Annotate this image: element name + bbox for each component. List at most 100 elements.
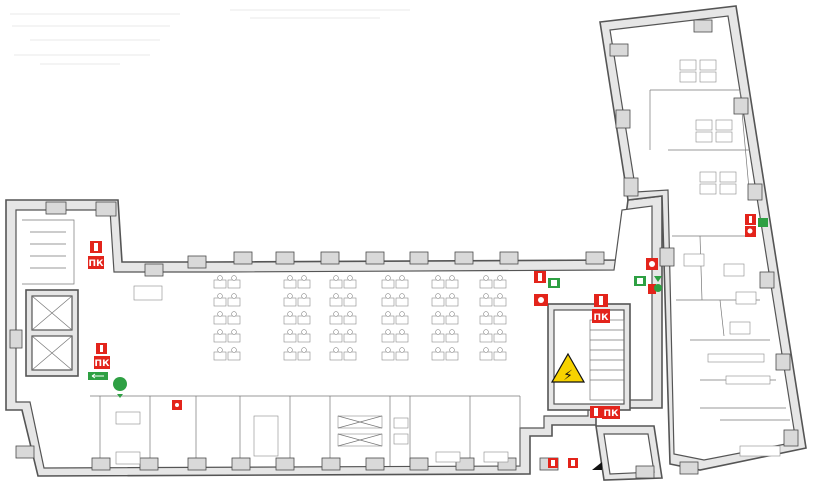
workstation-desk — [329, 279, 343, 289]
workstation-chair — [385, 293, 391, 299]
workstation-chair — [347, 275, 353, 281]
workstation-chair — [385, 347, 391, 353]
fire-extinguisher-icon — [534, 271, 546, 283]
workstation-chair — [217, 311, 223, 317]
workstation-chair — [449, 347, 455, 353]
workstation-chair — [287, 293, 293, 299]
workstation-chair — [333, 329, 339, 335]
workstation-chair — [231, 347, 237, 353]
workstation-desk — [343, 279, 357, 289]
workstation-chair — [435, 347, 441, 353]
workstation-chair — [483, 293, 489, 299]
workstation-chair — [449, 275, 455, 281]
workstation-desk — [445, 333, 459, 343]
workstation-desk — [381, 333, 395, 343]
hydrant-label: ПК — [89, 259, 105, 269]
workstation-desk — [395, 279, 409, 289]
workstation-chair — [287, 275, 293, 281]
workstation-desk — [479, 279, 493, 289]
workstation-desk — [381, 315, 395, 325]
workstation-chair — [449, 311, 455, 317]
workstation-desk — [297, 351, 311, 361]
workstation-desk — [493, 351, 507, 361]
workstation-desk — [431, 351, 445, 361]
fire-extinguisher-icon — [568, 458, 578, 468]
workstation-desk — [479, 315, 493, 325]
workstation-chair — [347, 347, 353, 353]
workstation-chair — [497, 347, 503, 353]
workstation-desk — [227, 297, 241, 307]
exit-sign-icon — [634, 276, 646, 286]
workstation-desk — [445, 351, 459, 361]
workstation-desk — [227, 315, 241, 325]
workstation-desk — [343, 315, 357, 325]
workstation-chair — [435, 293, 441, 299]
workstation-chair — [435, 329, 441, 335]
fire-hydrant-icon: ПК — [94, 356, 110, 369]
workstation-desk — [479, 351, 493, 361]
workstation-desk — [297, 333, 311, 343]
workstation-chair — [333, 275, 339, 281]
workstation-desk — [329, 351, 343, 361]
hydrant-label: ПК — [95, 359, 111, 369]
workstation-chair — [483, 347, 489, 353]
workstation-desk — [343, 351, 357, 361]
workstation-desk — [343, 333, 357, 343]
workstation-desk — [213, 297, 227, 307]
workstation-desk — [493, 315, 507, 325]
workstation-desk — [381, 351, 395, 361]
workstation-desk — [445, 315, 459, 325]
workstation-desk — [493, 279, 507, 289]
workstation-chair — [449, 293, 455, 299]
exit-sign-icon — [88, 372, 108, 380]
workstation-chair — [347, 329, 353, 335]
workstation-desk — [479, 297, 493, 307]
assembly-point-icon — [113, 377, 127, 398]
workstation-chair — [385, 311, 391, 317]
fire-extinguisher-icon — [745, 214, 756, 225]
office-furniture — [115, 59, 781, 465]
fire-extinguisher-icon — [90, 241, 102, 253]
safety-signs: ПК ПК — [88, 214, 768, 470]
workstation-desk — [283, 351, 297, 361]
workstation-desk — [381, 297, 395, 307]
fire-extinguisher-icon — [590, 406, 602, 418]
assembly-point-icon — [654, 276, 662, 292]
workstation-desk — [227, 279, 241, 289]
workstation-chair — [217, 347, 223, 353]
workstation-chair — [399, 311, 405, 317]
workstation-desk — [431, 297, 445, 307]
workstation-desk — [213, 333, 227, 343]
stair-direction-marker — [592, 462, 602, 470]
workstation-chair — [301, 347, 307, 353]
fire-alarm-icon — [534, 294, 548, 306]
workstation-desk — [381, 279, 395, 289]
workstation-desk — [283, 279, 297, 289]
workstation-chair — [385, 329, 391, 335]
workstation-desk — [213, 351, 227, 361]
workstation-chair — [333, 311, 339, 317]
workstation-chair — [435, 275, 441, 281]
workstation-desk — [297, 315, 311, 325]
exit-sign-icon — [758, 218, 768, 227]
fire-alarm-icon — [745, 226, 756, 237]
fire-extinguisher-icon — [594, 294, 608, 307]
high-voltage-icon: ⚡ — [550, 352, 586, 384]
workstation-desk — [213, 315, 227, 325]
workstation-desk — [445, 297, 459, 307]
workstation-chair — [435, 311, 441, 317]
structural-columns — [9, 19, 799, 479]
workstation-desk — [445, 279, 459, 289]
fire-hydrant-icon: ПК — [602, 406, 620, 419]
workstation-chair — [449, 329, 455, 335]
workstation-chair — [231, 293, 237, 299]
workstation-desk — [329, 315, 343, 325]
workstation-chair — [217, 275, 223, 281]
workstation-desk — [395, 351, 409, 361]
workstation-chair — [497, 311, 503, 317]
workstation-chair — [231, 311, 237, 317]
background-annotations — [10, 9, 410, 65]
workstation-desk — [329, 333, 343, 343]
workstation-chair — [333, 293, 339, 299]
